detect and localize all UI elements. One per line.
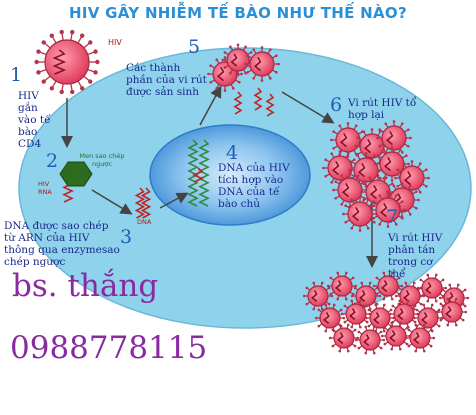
step-7-number: 7 <box>386 206 399 228</box>
assembled-virus-rna <box>341 182 350 198</box>
assembled-virus-rna <box>379 202 388 218</box>
component-rna <box>233 91 243 115</box>
dispersed-virus <box>404 323 436 353</box>
step-2-text: DNA được sao chép từ ARN của HIV thông q… <box>4 220 120 268</box>
assembled-virus-rna <box>363 138 372 154</box>
assembled-virus-rna <box>351 206 360 222</box>
component-rna <box>265 93 275 117</box>
dispersed-virus <box>354 325 386 355</box>
strand-group <box>62 87 275 219</box>
step-3-number: 3 <box>120 226 133 248</box>
dispersed-virus <box>302 281 334 311</box>
hiv-rna-label: HIV RNA <box>38 180 52 196</box>
dispersed-virus-rna <box>349 308 356 321</box>
signature-name: bs. thắng <box>12 268 159 304</box>
arrow-5-6 <box>281 91 335 124</box>
assembled-virus <box>394 160 430 196</box>
main-hiv-virus-rna <box>52 49 67 75</box>
integrated-hiv-dna <box>192 167 204 183</box>
assembled-virus-rna <box>357 162 366 178</box>
component-virus-rna <box>230 53 238 67</box>
step-4-text: DNA của HIV tích hợp vào DNA của tế bào … <box>218 162 290 210</box>
assembled-virus-rna <box>369 184 378 200</box>
dispersed-virus-rna <box>413 332 420 345</box>
virus-label: HIV <box>108 38 122 47</box>
dna-strand <box>140 187 152 219</box>
dispersed-virus-rna <box>363 334 370 347</box>
dispersed-virus <box>314 303 346 333</box>
step-5-number: 5 <box>188 36 201 58</box>
assembled-virus <box>348 152 384 188</box>
main-hiv-virus <box>34 29 100 95</box>
dispersed-virus-rna <box>323 312 330 325</box>
step-6-number: 6 <box>330 94 343 116</box>
dispersed-virus <box>416 273 448 303</box>
dispersed-virus <box>380 321 412 351</box>
dispersed-virus-rna <box>445 306 452 319</box>
step-7-text: Vi rút HIV phân tán trong cơ thể <box>388 232 443 280</box>
assembled-virus <box>370 192 406 228</box>
assembled-virus <box>342 196 378 232</box>
dispersed-virus <box>388 299 420 329</box>
arrow-3-4 <box>159 192 189 209</box>
signature-phone: 0988778115 <box>10 330 208 366</box>
assembled-virus-rna <box>385 130 394 146</box>
step-1-text: HIV gắn vào tế bào CD4 <box>18 90 51 150</box>
component-rna <box>253 87 263 111</box>
arrow-2-3 <box>91 189 133 215</box>
dispersed-virus <box>328 323 360 353</box>
step-4-number: 4 <box>226 142 239 164</box>
component-virus <box>244 46 280 82</box>
dispersed-virus-rna <box>373 312 380 325</box>
dispersed-virus <box>364 303 396 333</box>
dispersed-virus-rna <box>311 290 318 303</box>
dispersed-virus-rna <box>359 290 366 303</box>
dispersed-virus-rna <box>389 330 396 343</box>
step-5-text: Các thành phần của vi rút được sản sinh <box>126 62 207 98</box>
dispersed-virus-rna <box>335 280 342 293</box>
component-virus-rna <box>253 56 262 72</box>
dispersed-virus-rna <box>397 308 404 321</box>
step-1-number: 1 <box>10 64 23 86</box>
cell-nucleus <box>149 124 311 226</box>
enzyme-hexagon <box>59 161 93 187</box>
assembled-virus-rna <box>403 170 412 186</box>
dispersed-virus-rna <box>403 290 410 303</box>
host-dna-strand <box>198 139 210 207</box>
dna-strand <box>134 187 146 219</box>
dispersed-virus-rna <box>421 312 428 325</box>
assembled-virus-rna <box>331 160 340 176</box>
step-2-number: 2 <box>46 150 59 172</box>
step-6-text: Vi rút HIV tổ hợp lại <box>348 97 417 121</box>
dispersed-virus-rna <box>381 280 388 293</box>
dispersed-virus <box>340 299 372 329</box>
host-dna-strand <box>187 139 199 207</box>
dispersed-virus <box>326 271 358 301</box>
component-virus-rna <box>216 66 225 82</box>
dispersed-virus-rna <box>337 332 344 345</box>
dispersed-virus-rna <box>425 282 432 295</box>
dispersed-virus <box>436 297 468 327</box>
enzyme-label: Men sao chép ngược <box>79 152 125 168</box>
arrow-4-5 <box>199 85 222 126</box>
assembled-virus-rna <box>383 156 392 172</box>
assembled-virus-rna <box>339 132 348 148</box>
dispersed-virus <box>372 271 404 301</box>
virus-group <box>34 29 470 355</box>
dna-label: DNA <box>137 218 152 226</box>
diagram-title: HIV GÂY NHIỄM TẾ BÀO NHƯ THẾ NÀO? <box>69 4 407 22</box>
